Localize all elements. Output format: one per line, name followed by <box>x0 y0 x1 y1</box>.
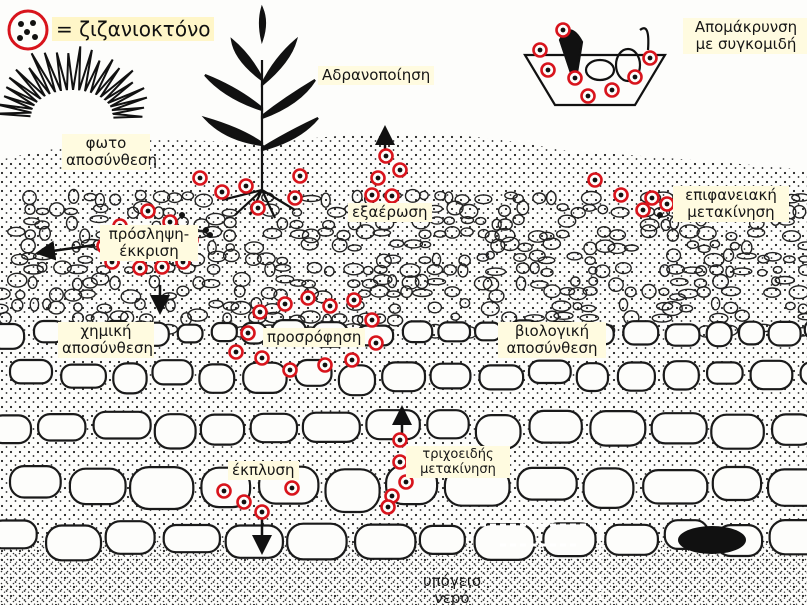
pesticide-marker-dot <box>390 194 395 199</box>
pesticide-marker-dot <box>650 196 655 201</box>
pesticide-marker-dot <box>546 68 551 73</box>
legend-label: = ζιζανιοκτόνο <box>52 17 214 41</box>
dark-rock <box>678 526 746 554</box>
pesticide-marker-dot <box>538 48 543 53</box>
pesticide-marker-dot <box>198 176 203 181</box>
pesticide-marker-dot <box>384 154 389 159</box>
label-chemical-decomposition: χημική αποσύνθεση <box>58 322 154 358</box>
pesticide-marker-dot <box>586 94 591 99</box>
pesticide-marker-dot <box>258 310 263 315</box>
pesticide-marker-dot <box>398 460 403 465</box>
pesticide-marker-dot <box>610 88 615 93</box>
pesticide-marker-dot <box>350 358 355 363</box>
pesticide-marker-dot <box>256 206 261 211</box>
label-surface-movement: επιφανειακή μετακίνηση <box>673 186 789 222</box>
pesticide-marker-dot <box>260 356 265 361</box>
label-photodecomposition: φωτο αποσύνθεση <box>62 134 150 170</box>
pesticide-dot <box>657 212 663 218</box>
pesticide-marker-dot <box>352 298 357 303</box>
label-capillary-movement: τριχοειδής μετακίνηση <box>406 446 510 478</box>
pesticide-marker-dot <box>222 489 227 494</box>
pesticide-marker-dot <box>665 202 670 207</box>
pesticide-marker-dot <box>288 368 293 373</box>
label-biological-decomposition: βιολογική αποσύνθεση <box>498 322 606 358</box>
pesticide-marker-dot <box>234 350 239 355</box>
label-uptake-excretion: πρόσληψη- έκκριση <box>100 225 198 261</box>
label-volatilization: Αδρανοποίηση <box>318 66 434 85</box>
pesticide-marker-dot <box>168 220 173 225</box>
pesticide-dot <box>179 212 185 218</box>
pesticide-marker-dot <box>404 480 409 485</box>
pesticide-marker-dot <box>370 193 375 198</box>
legend-marker-icon <box>9 11 47 49</box>
pesticide-marker-dot <box>641 208 646 213</box>
pesticide-marker-dot <box>323 363 328 368</box>
pesticide-dot <box>203 227 209 233</box>
pesticide-marker-dot <box>242 500 247 505</box>
pesticide-marker-dot <box>328 304 333 309</box>
pesticide-marker-dot <box>244 184 249 189</box>
pesticide-marker-dot <box>390 494 395 499</box>
pesticide-dot <box>207 232 213 238</box>
pesticide-marker-dot <box>146 209 151 214</box>
pesticide-marker-dot <box>619 193 624 198</box>
label-leaching: έκπλυση <box>228 461 299 480</box>
sun-rays <box>0 46 147 117</box>
pesticide-marker-dot <box>260 510 265 515</box>
label-adsorption: προσρόφηση <box>263 328 365 347</box>
pesticide-marker-dot <box>376 176 381 181</box>
pesticide-marker-dot <box>573 76 578 81</box>
label-evaporation: εξαέρωση <box>348 203 432 222</box>
pesticide-marker-dot <box>306 296 311 301</box>
pesticide-marker-dot <box>633 75 638 80</box>
pesticide-marker-dot <box>138 266 143 271</box>
pesticide-marker-dot <box>374 341 379 346</box>
pesticide-marker-dot <box>561 28 566 33</box>
pesticide-marker-dot <box>370 318 375 323</box>
pesticide-marker-dot <box>398 168 403 173</box>
pesticide-marker-dot <box>160 265 165 270</box>
pesticide-marker-dot <box>246 331 251 336</box>
label-groundwater: υπόγειο νερό <box>418 572 486 605</box>
pesticide-marker-dot <box>220 190 225 195</box>
sun-burst <box>0 46 147 117</box>
pesticide-marker-dot <box>290 486 295 491</box>
label-removal-harvest: Απομάκρυνση με συγκομιδή <box>683 18 807 54</box>
pesticide-marker-dot <box>648 56 653 61</box>
pesticide-marker-dot <box>298 174 303 179</box>
pesticide-marker-dot <box>398 438 403 443</box>
pesticide-marker-dot <box>283 302 288 307</box>
pesticide-marker-dot <box>386 505 391 510</box>
pesticide-marker-dot <box>593 178 598 183</box>
pesticide-marker-dot <box>293 196 298 201</box>
